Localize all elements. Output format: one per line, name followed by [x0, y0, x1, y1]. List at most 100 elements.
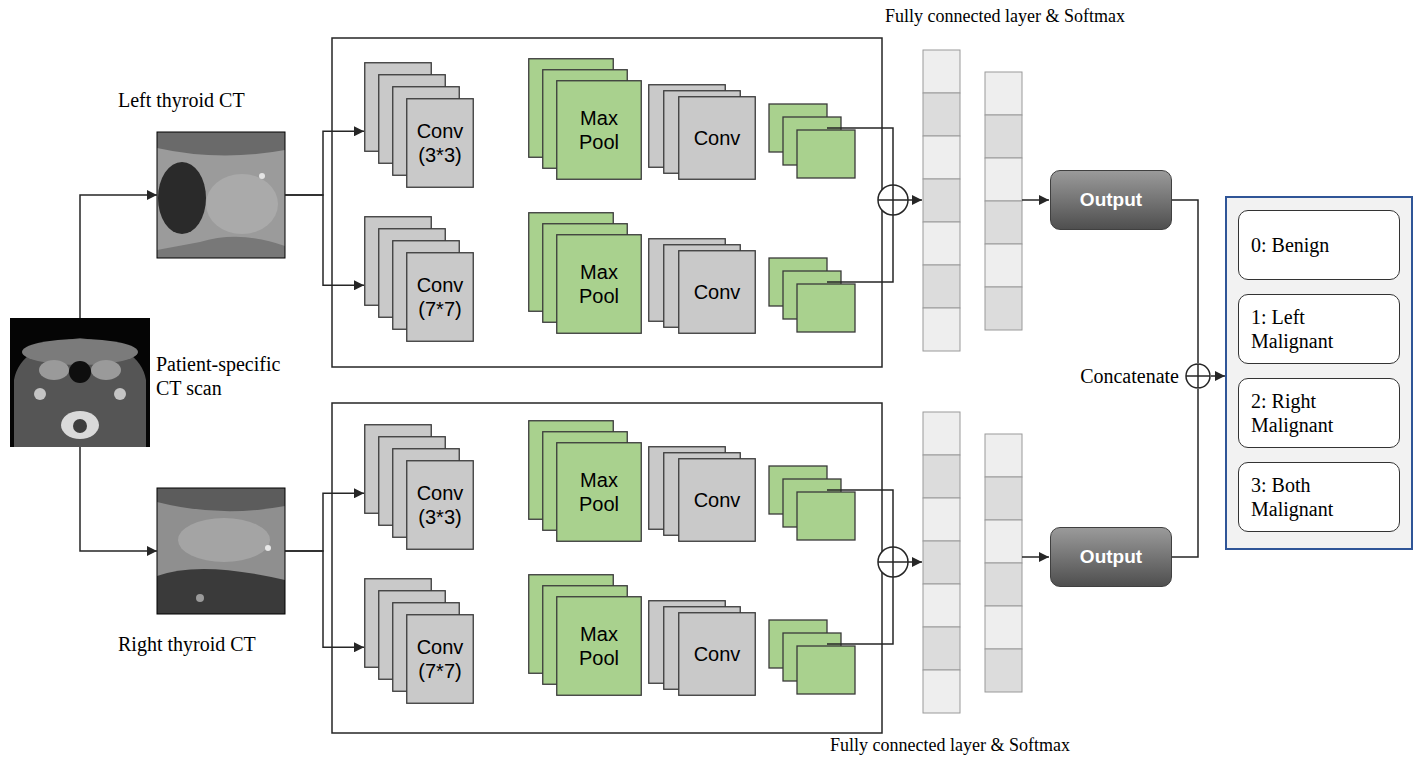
node-label: 3: Both Malignant	[1251, 463, 1381, 531]
ct-crop-node: Right thyroid CT	[157, 488, 285, 614]
max-pool-stack: Max Pool	[528, 574, 642, 696]
max-pool-stack: Max Pool	[528, 58, 642, 180]
fc-cell	[923, 455, 960, 498]
fc-cell	[985, 520, 1022, 563]
flow-connector	[1172, 200, 1198, 363]
node-label: Conv (3*3)	[406, 460, 474, 550]
class-box: 3: Both Malignant	[1238, 462, 1400, 532]
node-label: Max Pool	[569, 442, 629, 542]
ct-background	[157, 132, 285, 258]
concatenate-cross	[1186, 364, 1210, 388]
vessel	[114, 388, 126, 400]
node-label: Output	[1051, 171, 1171, 229]
node-heading: Patient-specific CT scan	[156, 352, 306, 400]
trachea-region	[158, 162, 206, 234]
flow-arrow	[908, 199, 922, 201]
flow-arrow	[1211, 375, 1225, 377]
node-label: Conv (7*7)	[406, 252, 474, 342]
feature-map	[407, 99, 474, 188]
neck-section	[14, 338, 146, 447]
flow-connector	[285, 131, 364, 195]
fc-cell	[923, 627, 960, 670]
feature-map	[679, 251, 756, 334]
skin-layer	[157, 132, 285, 156]
branch-frame	[332, 403, 882, 733]
calcification	[259, 173, 265, 179]
fc-cell	[923, 136, 960, 179]
conv-layer-stack: Conv (3*3)	[364, 62, 474, 188]
concatenate-circle	[1186, 364, 1210, 388]
fc-cell	[985, 606, 1022, 649]
feature-map	[679, 97, 756, 180]
node-heading: Right thyroid CT	[118, 632, 256, 656]
node-label: Conv (3*3)	[406, 98, 474, 188]
feature-map	[557, 235, 642, 334]
thyroid-lobe	[39, 360, 69, 380]
flow-connector	[285, 551, 364, 647]
output-box: Output	[1050, 170, 1172, 230]
feature-map	[407, 253, 474, 342]
feature-map	[797, 646, 855, 694]
feature-map	[407, 461, 474, 550]
flow-arrow	[908, 561, 922, 563]
fc-cell	[985, 244, 1022, 287]
max-pool-stack: Max Pool	[528, 212, 642, 334]
fc-cell	[923, 584, 960, 627]
fc-cell	[985, 649, 1022, 692]
conv-layer-stack: Conv (7*7)	[364, 578, 474, 704]
calcification	[265, 545, 271, 551]
vessel	[34, 388, 46, 400]
deep-tissue	[157, 569, 285, 614]
fc-cell	[923, 93, 960, 136]
skin-layer	[157, 488, 285, 511]
class-box: 2: Right Malignant	[1238, 378, 1400, 448]
conv-layer-stack: Conv (7*7)	[364, 216, 474, 342]
node-heading: Concatenate	[1080, 364, 1179, 388]
fc-cell	[923, 265, 960, 308]
branch-frame	[332, 38, 882, 367]
ct-background	[10, 318, 150, 447]
class-output-panel	[1226, 197, 1412, 549]
fc-cell	[923, 541, 960, 584]
feature-map	[407, 615, 474, 704]
conv-layer-stack: Conv	[648, 84, 756, 180]
node-label: Output	[1051, 528, 1171, 586]
merge-line	[827, 128, 893, 185]
flow-connector	[285, 493, 364, 551]
spinal-canal	[73, 419, 87, 433]
fc-cell	[985, 434, 1022, 477]
thyroid-lobe	[206, 174, 278, 234]
image-border	[157, 132, 285, 258]
thyroid-lobe	[178, 518, 270, 562]
sum-symbol	[878, 185, 908, 215]
fc-cell	[985, 287, 1022, 330]
class-box: 1: Left Malignant	[1238, 294, 1400, 364]
image-border	[157, 488, 285, 614]
fc-cell	[985, 115, 1022, 158]
node-label: 2: Right Malignant	[1251, 379, 1381, 447]
fc-cell	[923, 498, 960, 541]
node-label: Max Pool	[569, 596, 629, 696]
feature-map	[557, 81, 642, 180]
flow-arrow	[1022, 199, 1049, 201]
fc-cell	[923, 412, 960, 455]
node-heading: Left thyroid CT	[118, 88, 245, 112]
flow-connector	[1172, 389, 1198, 557]
fc-cell	[923, 179, 960, 222]
fc-cell	[923, 670, 960, 713]
conv-layer-stack: Conv (3*3)	[364, 424, 474, 550]
node-label: Max Pool	[569, 80, 629, 180]
ct-background	[157, 488, 285, 614]
fc-cell	[985, 201, 1022, 244]
class-box: 0: Benign	[1238, 210, 1400, 280]
left-thyroid-ct-image	[157, 132, 285, 258]
flow-connector	[80, 447, 157, 551]
sum-symbol-cross	[878, 547, 908, 577]
sum-symbol-cross	[878, 185, 908, 215]
feature-map	[797, 492, 855, 540]
merge-line	[827, 215, 893, 282]
max-pool-stack: Max Pool	[528, 420, 642, 542]
deep-tissue	[157, 237, 285, 258]
sum-symbol	[878, 547, 908, 577]
